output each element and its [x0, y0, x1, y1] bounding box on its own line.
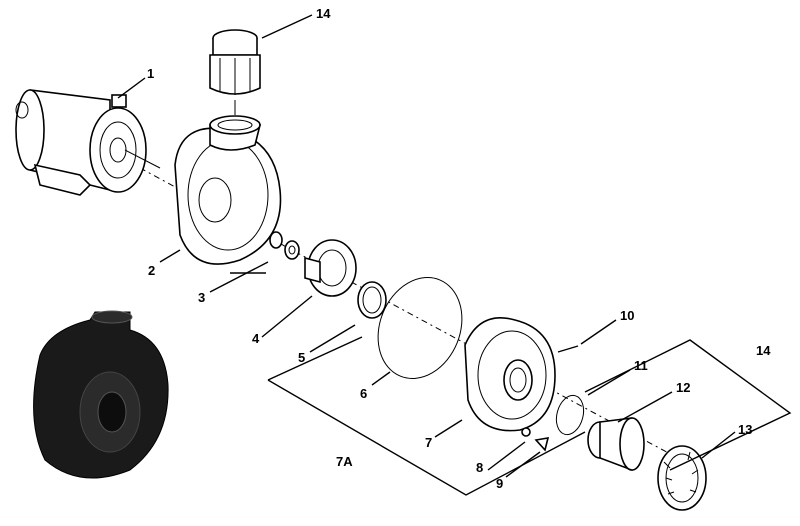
drain-plug: [521, 427, 550, 452]
leader-8: [487, 441, 526, 471]
label-11: 11: [634, 358, 648, 373]
label-4: 4: [252, 331, 260, 346]
leader-5: [309, 324, 356, 353]
pump-housing: [174, 115, 282, 265]
leader-14-top: [261, 14, 313, 39]
label-12: 12: [676, 380, 690, 395]
bracket-7a: [267, 336, 586, 496]
shaft-seal: [269, 231, 300, 260]
label-10: 10: [620, 308, 634, 323]
wet-end-face: [464, 316, 556, 432]
leader-6: [371, 371, 391, 386]
o-ring-large: [377, 277, 463, 379]
label-14-right: 14: [756, 343, 771, 358]
screw: [557, 345, 579, 353]
leader-1: [117, 77, 146, 99]
label-5: 5: [298, 350, 305, 365]
impeller: [304, 239, 357, 297]
label-3: 3: [198, 290, 205, 305]
motor: [15, 89, 161, 196]
leader-3: [209, 261, 269, 293]
label-7: 7: [425, 435, 432, 450]
leader-7: [434, 419, 463, 438]
label-8: 8: [476, 460, 483, 475]
pump-photo: [33, 310, 169, 479]
leader-10: [580, 319, 617, 345]
label-1: 1: [147, 66, 154, 81]
leader-4: [261, 295, 313, 338]
label-14-top: 14: [316, 6, 331, 21]
label-9: 9: [496, 476, 503, 491]
label-7a: 7A: [336, 454, 353, 469]
label-6: 6: [360, 386, 367, 401]
leader-12: [617, 391, 673, 423]
o-ring-small: [555, 394, 585, 436]
leader-13: [701, 431, 736, 459]
union-top: [209, 29, 261, 115]
union-nut: [657, 445, 707, 511]
bracket-14: [584, 339, 792, 471]
tail-piece: [587, 417, 645, 472]
leader-11: [587, 369, 631, 396]
label-13: 13: [738, 422, 752, 437]
wear-ring: [357, 281, 387, 319]
label-2: 2: [148, 263, 155, 278]
leader-2: [159, 249, 181, 263]
